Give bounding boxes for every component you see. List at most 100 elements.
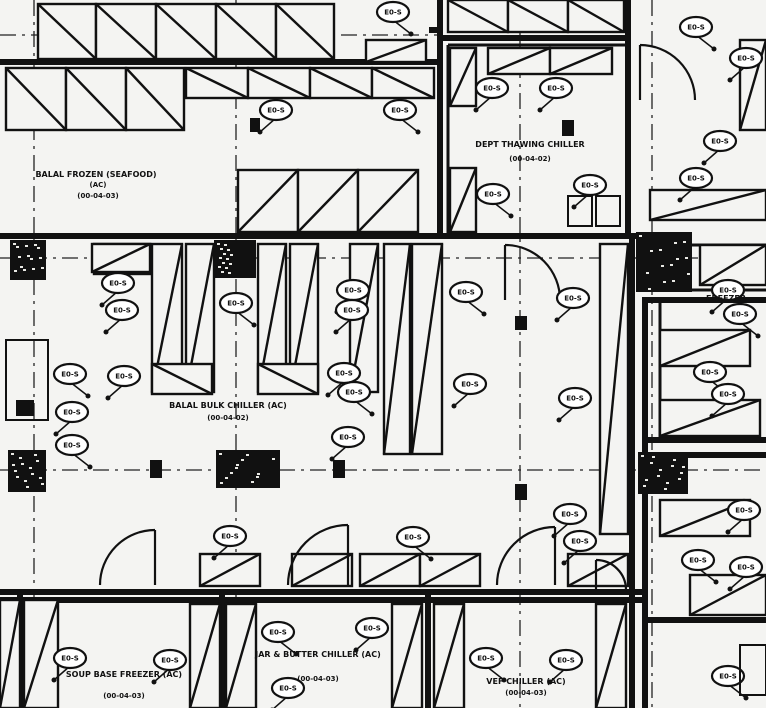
equipment-tag xyxy=(678,166,714,190)
equipment-tag-label: E0-S xyxy=(571,538,589,546)
cabinet xyxy=(595,195,621,227)
column-speck xyxy=(30,258,33,260)
column-speck xyxy=(650,250,653,252)
rack-diagonal xyxy=(447,0,509,34)
column-speck xyxy=(645,479,648,481)
structural-column xyxy=(638,452,688,494)
column-speck xyxy=(220,248,223,250)
leader-dot xyxy=(151,679,157,685)
column-speck xyxy=(23,269,26,271)
door-swing xyxy=(98,528,156,586)
leader-dot xyxy=(451,403,457,409)
column-speck xyxy=(685,257,688,259)
leader-dot xyxy=(727,586,733,592)
equipment-tag xyxy=(54,433,90,457)
equipment-tag-label: E0-S xyxy=(564,295,582,303)
equipment-tag xyxy=(448,280,484,304)
equipment-tag-label: E0-S xyxy=(161,657,179,665)
rack-diagonal xyxy=(37,3,97,60)
equipment-tag xyxy=(548,648,584,672)
rack-diagonal xyxy=(390,603,424,708)
rack-diagonal xyxy=(5,67,67,131)
column-speck xyxy=(217,243,220,245)
rack-diagonal xyxy=(699,243,766,287)
leader-dot xyxy=(709,413,715,419)
equipment-tag xyxy=(260,620,296,644)
column-speck xyxy=(218,266,221,268)
leader-dot xyxy=(87,464,93,470)
column-speck xyxy=(670,264,673,266)
rack-diagonal xyxy=(155,3,217,60)
leader-dot xyxy=(103,329,109,335)
column-speck xyxy=(14,270,17,272)
column-speck xyxy=(26,486,29,488)
leader-dot xyxy=(547,679,553,685)
column-speck xyxy=(225,477,228,479)
column-speck xyxy=(224,244,227,246)
equipment-tag xyxy=(468,646,504,670)
column-speck xyxy=(641,455,644,457)
equipment-tag xyxy=(395,525,431,549)
column-speck xyxy=(246,454,249,456)
leader-dot xyxy=(755,333,761,339)
equipment-tag xyxy=(710,278,746,302)
rack-diagonal xyxy=(410,243,444,455)
rack-diagonal xyxy=(567,552,629,588)
equipment-tag-label: E0-S xyxy=(731,311,749,319)
equipment-tag xyxy=(474,76,510,100)
leader-dot xyxy=(725,529,731,535)
equipment-tag-label: E0-S xyxy=(737,55,755,63)
rack-diagonal xyxy=(507,0,569,34)
equipment-tag-label: E0-S xyxy=(711,138,729,146)
leader-dot xyxy=(408,31,414,37)
column-speck xyxy=(235,467,238,469)
fixture xyxy=(515,316,527,330)
room-code-balal-bulk: (00-04-02) xyxy=(207,414,248,422)
equipment-tag xyxy=(334,298,370,322)
leader-dot xyxy=(709,309,715,315)
column-speck xyxy=(20,266,23,268)
column-speck xyxy=(14,470,17,472)
rack-diagonal xyxy=(567,0,625,34)
fixture xyxy=(250,118,260,132)
equipment-tag xyxy=(152,648,188,672)
equipment-tag xyxy=(555,286,591,310)
equipment-tag-label: E0-S xyxy=(719,287,737,295)
column-speck xyxy=(676,258,679,260)
leader-dot xyxy=(537,107,543,113)
leader-dot xyxy=(99,302,105,308)
rack-diagonal xyxy=(649,188,766,222)
equipment-tag-label: E0-S xyxy=(269,629,287,637)
column-speck xyxy=(650,462,653,464)
equipment-tag xyxy=(692,360,728,384)
cabinet xyxy=(739,644,766,696)
rack-diagonal xyxy=(151,362,213,396)
equipment-tag-label: E0-S xyxy=(113,307,131,315)
leader-dot xyxy=(701,160,707,166)
room-code-soup-base: (00-04-03) xyxy=(103,692,144,700)
equipment-tag xyxy=(330,425,366,449)
equipment-tag-label: E0-S xyxy=(581,182,599,190)
equipment-tag xyxy=(212,524,248,548)
equipment-tag-label: E0-S xyxy=(61,655,79,663)
equipment-tag-label: E0-S xyxy=(687,24,705,32)
room-label-balal-frozen: BALAL FROZEN (SEAFOOD) xyxy=(35,170,156,179)
equipment-tag-label: E0-S xyxy=(343,307,361,315)
column-speck xyxy=(27,255,30,257)
column-speck xyxy=(661,265,664,267)
equipment-tag-label: E0-S xyxy=(461,381,479,389)
column-speck xyxy=(221,271,224,273)
equipment-tag xyxy=(722,302,758,326)
column-speck xyxy=(652,456,655,458)
equipment-tag xyxy=(538,76,574,100)
equipment-tags: E0-S E0-S E0-S E0-S E0-S E0-S E0-S E0-S E0-S E0-S… xyxy=(52,0,764,700)
room-label-freezer: FREEZER xyxy=(706,294,746,303)
equipment-tag xyxy=(475,182,511,206)
equipment-tag-label: E0-S xyxy=(477,655,495,663)
column-speck xyxy=(226,258,229,260)
room-label-vef-chiller: VEF CHILLER (AC) xyxy=(486,677,565,686)
equipment-tag xyxy=(562,529,598,553)
column-speck xyxy=(672,280,675,282)
